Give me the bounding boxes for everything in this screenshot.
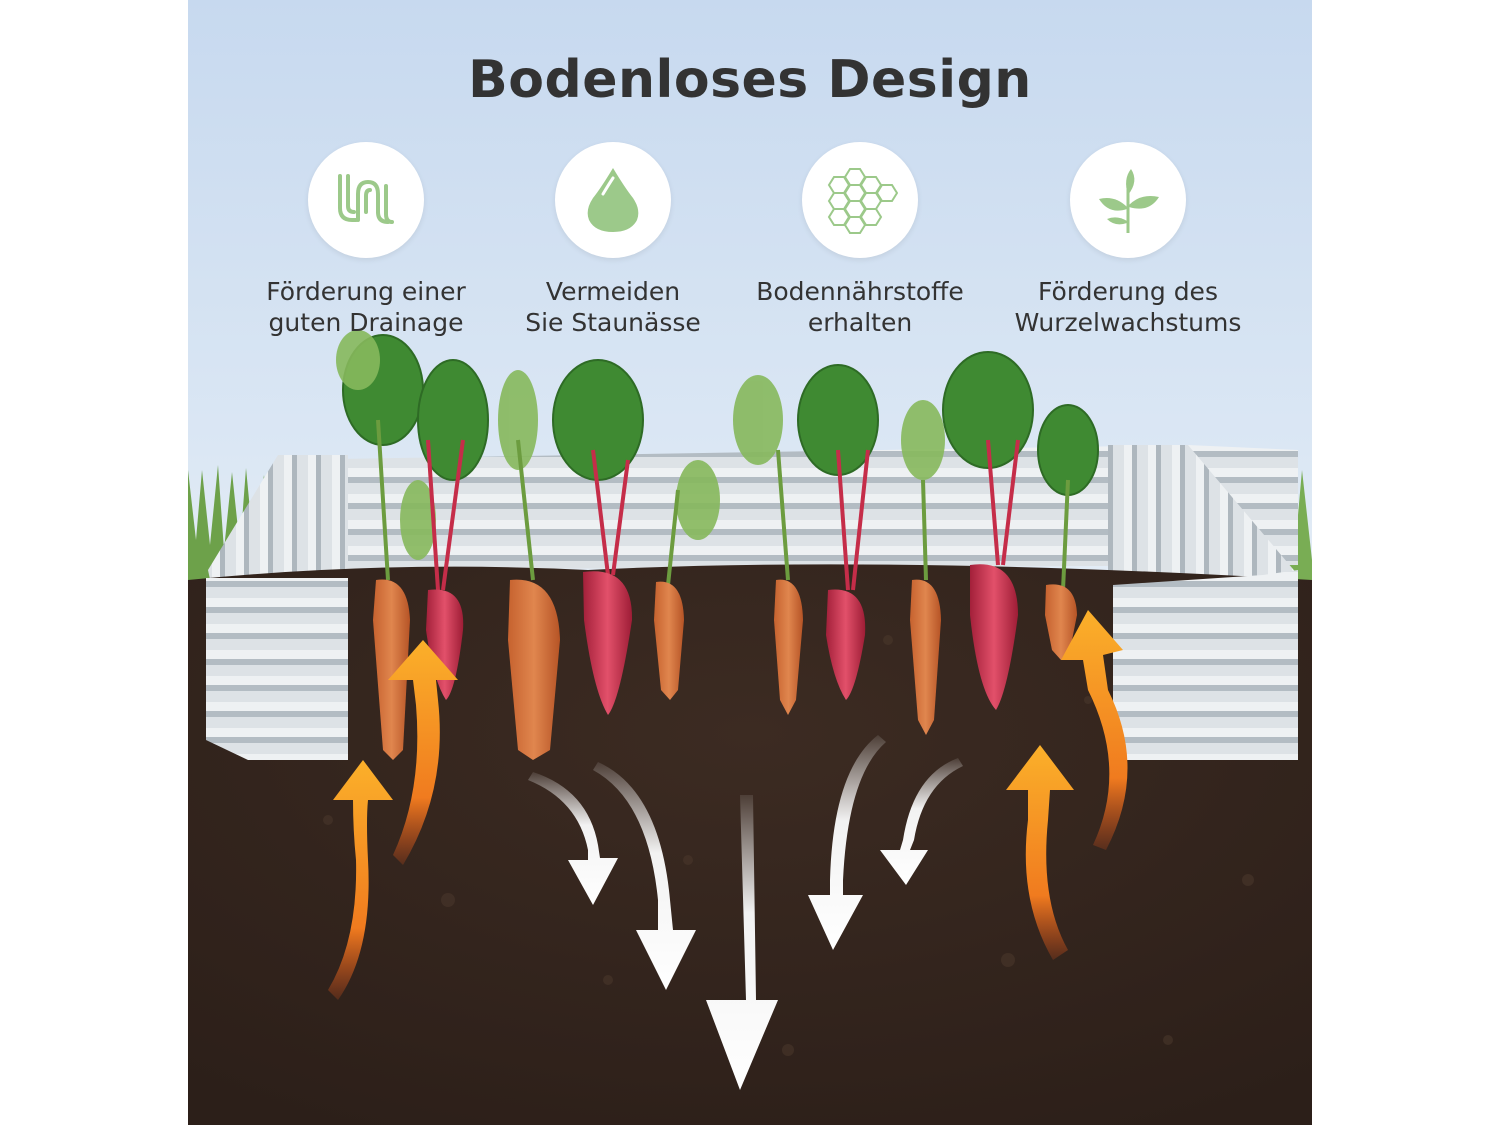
bed-front-right-panel xyxy=(1113,570,1298,760)
feature-label: Vermeiden Sie Staunässe xyxy=(525,277,701,337)
raised-bed-scene xyxy=(188,330,1312,1125)
vegetables xyxy=(336,330,1099,760)
drainage-pipe-icon xyxy=(338,174,394,224)
feature-label: Bodennährstoffe erhalten xyxy=(756,277,964,337)
product-image: Bodenloses Design Förderung einer guten … xyxy=(188,0,1312,1125)
feature-waterlogging: Vermeiden Sie Staunässe xyxy=(483,142,743,338)
sprout-icon xyxy=(1099,169,1159,233)
water-drop-icon xyxy=(587,168,639,232)
page-title: Bodenloses Design xyxy=(468,50,1032,110)
bed-front-left-panel xyxy=(206,578,348,760)
feature-icon-circle xyxy=(1070,142,1186,258)
feature-drainage: Förderung einer guten Drainage xyxy=(236,142,496,338)
white-arrows xyxy=(528,735,963,1090)
feature-icon-circle xyxy=(555,142,671,258)
feature-root-growth: Förderung des Wurzelwachstums xyxy=(998,142,1258,338)
feature-icon-circle xyxy=(308,142,424,258)
feature-icon-circle xyxy=(802,142,918,258)
feature-nutrients: Bodennährstoffe erhalten xyxy=(730,142,990,338)
orange-arrows xyxy=(328,610,1128,1000)
feature-label: Förderung des Wurzelwachstums xyxy=(1014,277,1242,337)
feature-label: Förderung einer guten Drainage xyxy=(266,277,466,337)
honeycomb-icon xyxy=(827,168,898,234)
